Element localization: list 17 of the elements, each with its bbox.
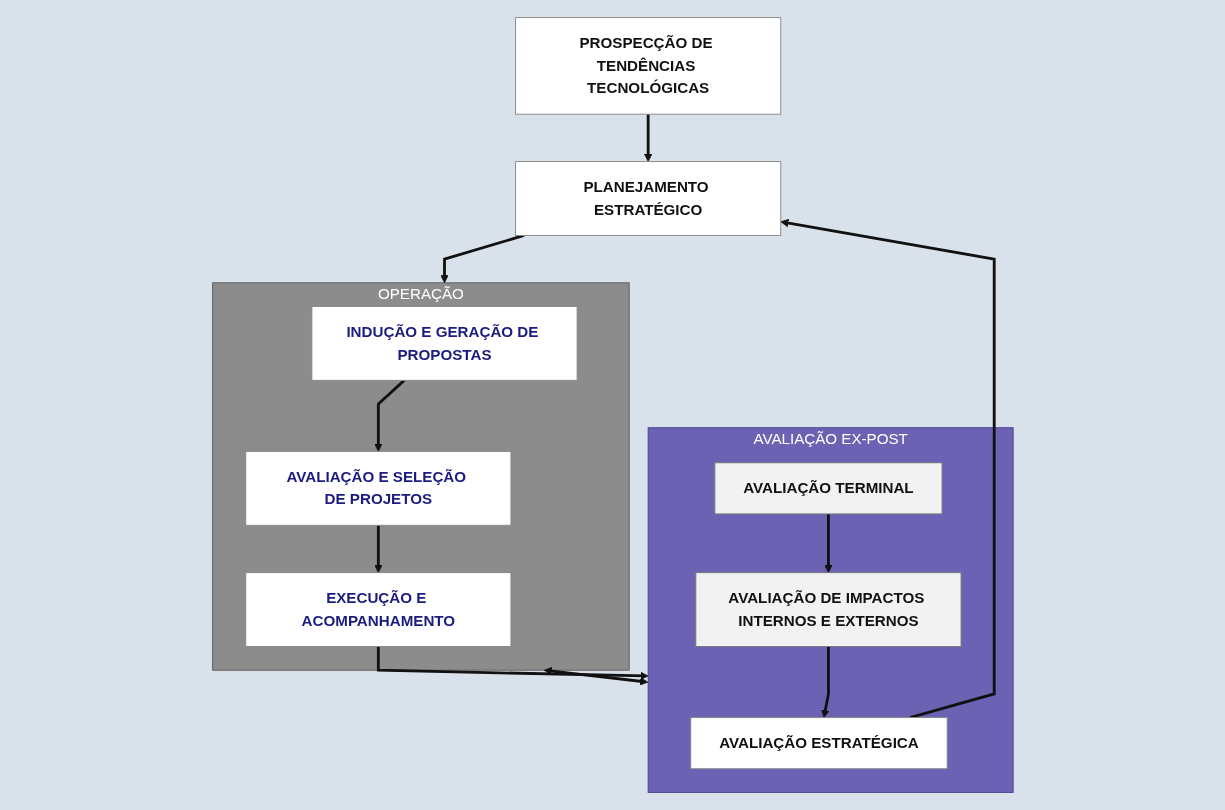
node-box: AVALIAÇÃO DE IMPACTOS INTERNOS E EXTERNOS <box>694 572 962 647</box>
node-box: INDUÇÃO E GERAÇÃO DE PROPOSTAS <box>311 306 578 381</box>
arrow <box>373 525 383 574</box>
arrow <box>373 379 405 452</box>
arrow <box>820 646 830 718</box>
node-box: AVALIAÇÃO ESTRATÉGICA <box>689 717 948 770</box>
arrow <box>543 666 648 686</box>
arrow <box>823 513 833 574</box>
arrow <box>439 234 525 284</box>
node-box: EXECUÇÃO E ACOMPANHAMENTO <box>244 572 512 647</box>
node-box: AVALIAÇÃO TERMINAL <box>714 462 943 515</box>
arrow <box>780 218 996 719</box>
node-box: PLANEJAMENTO ESTRATÉGICO <box>514 161 781 236</box>
node-box: PROSPECÇÃO DE TENDÊNCIAS TECNOLÓGICAS <box>514 17 781 115</box>
arrow <box>376 646 649 681</box>
node-box: AVALIAÇÃO E SELEÇÃO DE PROJETOS <box>244 450 512 526</box>
arrow <box>643 114 652 162</box>
